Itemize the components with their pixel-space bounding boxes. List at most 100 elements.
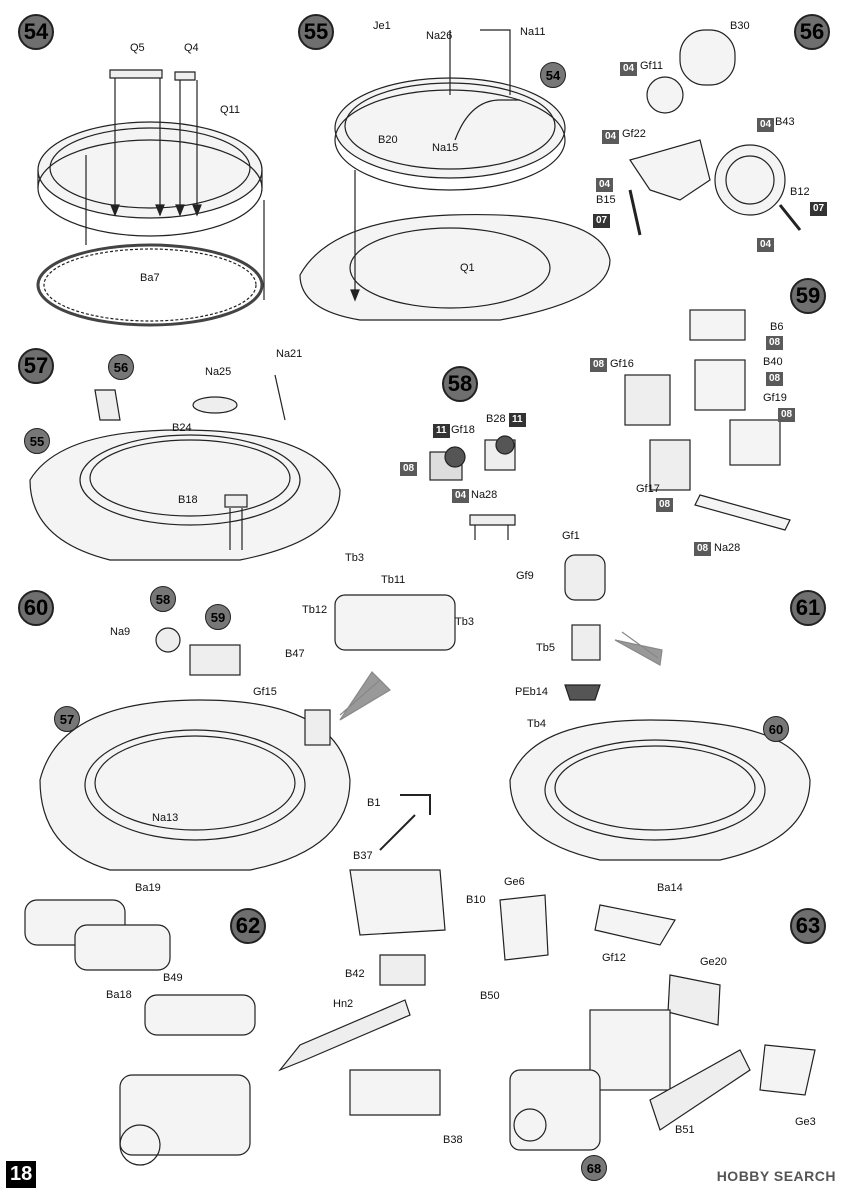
part-label: Q1 <box>460 262 475 274</box>
sprue-tag: 04 <box>620 62 638 76</box>
step-58-drawing <box>429 435 516 540</box>
part-label: Ba19 <box>135 882 161 894</box>
part-label: Ge20 <box>700 956 727 968</box>
part-label: Na9 <box>110 626 131 638</box>
step-number-58: 58 <box>442 366 478 402</box>
part-label: B50 <box>480 990 500 1002</box>
part-label: Gf22 <box>622 128 646 140</box>
part-label: Na13 <box>152 812 179 824</box>
part-label: B42 <box>345 968 365 980</box>
ref-step-60: 60 <box>763 716 789 742</box>
page-number: 18 <box>6 1161 37 1188</box>
step-57-drawing <box>29 374 341 561</box>
part-label: Na26 <box>426 30 453 42</box>
part-label: Na15 <box>432 142 459 154</box>
sprue-tag: 04 <box>596 178 614 192</box>
sprue-tag: 08 <box>590 358 608 372</box>
part-label: Ba7 <box>140 272 160 284</box>
sprue-tag: 07 <box>593 214 611 228</box>
part-label: Q5 <box>130 42 145 54</box>
part-label: Ge3 <box>795 1116 816 1128</box>
step-59-drawing <box>624 309 791 531</box>
step-62-drawing <box>24 794 446 1166</box>
ref-step-54: 54 <box>540 62 566 88</box>
part-label: B12 <box>790 186 810 198</box>
step-number-54: 54 <box>18 14 54 50</box>
sprue-tag: 08 <box>400 462 418 476</box>
part-label: Gf12 <box>602 952 626 964</box>
part-label: B51 <box>675 1124 695 1136</box>
part-label: B28 <box>486 413 506 425</box>
part-label: Q11 <box>220 104 240 116</box>
part-label: Tb12 <box>302 604 328 616</box>
part-label: B38 <box>443 1134 463 1146</box>
step-63-drawing <box>499 894 816 1151</box>
part-label: Tb3 <box>455 616 474 628</box>
part-label: B20 <box>378 134 398 146</box>
ref-step-56: 56 <box>108 354 134 380</box>
step-number-56: 56 <box>794 14 830 50</box>
ref-step-55: 55 <box>24 428 50 454</box>
step-54-ring-drawing <box>36 69 265 327</box>
sprue-tag: 11 <box>433 424 450 438</box>
ref-step-58: 58 <box>150 586 176 612</box>
part-label: Na25 <box>205 366 232 378</box>
part-label: Tb4 <box>527 718 546 730</box>
part-label: B24 <box>172 422 192 434</box>
part-label: B30 <box>730 20 750 32</box>
part-label: Na28 <box>471 489 498 501</box>
part-label: B40 <box>763 356 783 368</box>
part-label: Gf15 <box>253 686 277 698</box>
part-label: Gf9 <box>516 570 534 582</box>
sprue-tag: 04 <box>452 489 470 503</box>
part-label: B10 <box>466 894 486 906</box>
part-label: Na28 <box>714 542 741 554</box>
part-label: Tb11 <box>381 574 406 586</box>
sprue-tag: 08 <box>778 408 796 422</box>
ref-step-59: 59 <box>205 604 231 630</box>
sprue-tag: 08 <box>694 542 712 556</box>
part-label: B1 <box>367 797 381 809</box>
part-label: Ba18 <box>106 989 132 1001</box>
step-number-55: 55 <box>298 14 334 50</box>
ref-step-68: 68 <box>581 1155 607 1181</box>
part-label: Gf11 <box>640 60 664 72</box>
part-label: Q4 <box>184 42 199 54</box>
part-label: PEb14 <box>515 686 549 698</box>
part-label: Je1 <box>373 20 391 32</box>
part-label: B18 <box>178 494 198 506</box>
part-label: B15 <box>596 194 616 206</box>
watermark-text: HOBBY SEARCH <box>716 1168 836 1184</box>
part-label: Gf1 <box>562 530 580 542</box>
part-label: Gf16 <box>610 358 634 370</box>
part-label: Ge6 <box>504 876 525 888</box>
part-label: Tb3 <box>345 552 364 564</box>
sprue-tag: 04 <box>757 118 775 132</box>
part-label: Gf17 <box>636 483 660 495</box>
part-label: Na21 <box>276 348 303 360</box>
step-55-drawing <box>299 29 611 321</box>
part-label: B6 <box>770 321 784 333</box>
step-number-57: 57 <box>18 348 54 384</box>
step-61-drawing <box>509 554 811 861</box>
step-number-59: 59 <box>790 278 826 314</box>
step-56-drawing <box>628 29 802 236</box>
sprue-tag: 04 <box>757 238 775 252</box>
part-label: Gf18 <box>451 424 475 436</box>
part-label: B43 <box>775 116 795 128</box>
step-60-drawing <box>39 594 456 871</box>
part-label: B49 <box>163 972 183 984</box>
part-label: B47 <box>285 648 305 660</box>
step-number-62: 62 <box>230 908 266 944</box>
part-label: Tb5 <box>536 642 555 654</box>
part-label: Na11 <box>520 26 546 38</box>
part-label: Hn2 <box>333 998 354 1010</box>
sprue-tag: 08 <box>656 498 674 512</box>
sprue-tag: 07 <box>810 202 828 216</box>
sprue-tag: 11 <box>509 413 526 427</box>
sprue-tag: 04 <box>602 130 620 144</box>
step-number-61: 61 <box>790 590 826 626</box>
part-label: Gf19 <box>763 392 787 404</box>
